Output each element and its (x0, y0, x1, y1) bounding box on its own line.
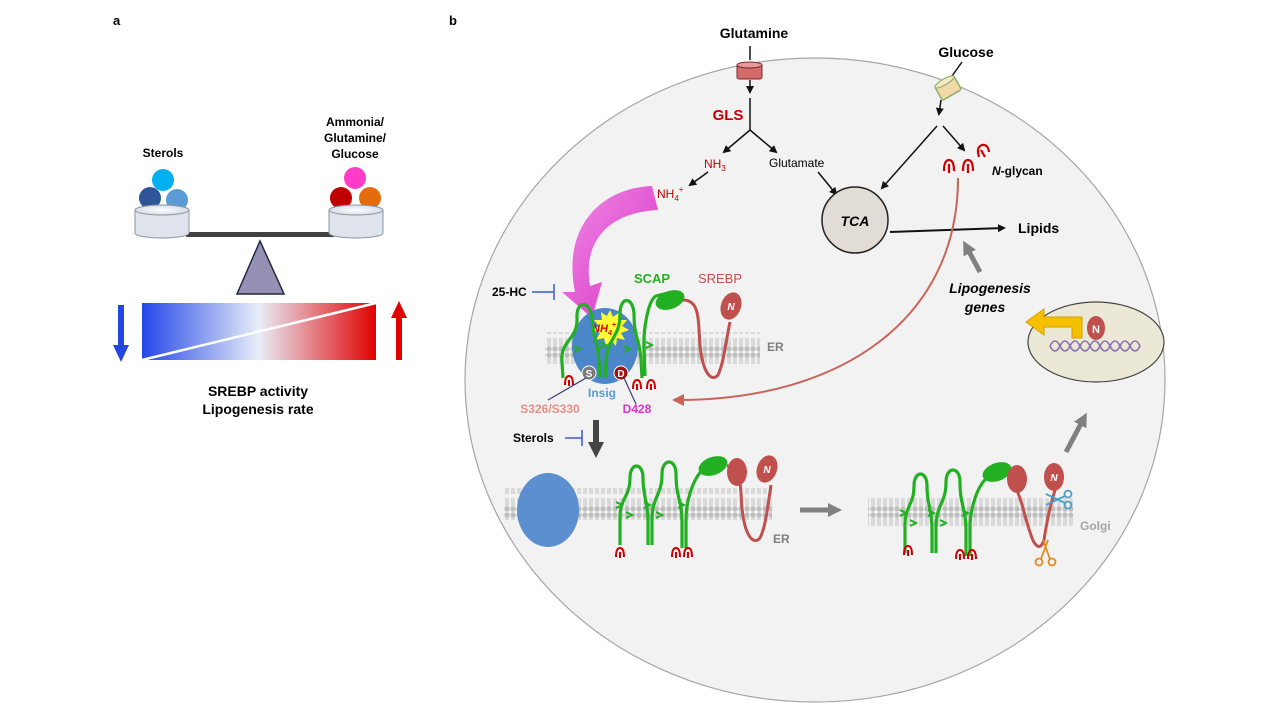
dna-helix-icon (1049, 340, 1141, 352)
s326-label: S326/S330 (520, 402, 580, 416)
s2p-protease-scissors-icon (1034, 539, 1057, 567)
s-site-label: S (586, 369, 593, 380)
srebp-protein-top (682, 298, 732, 379)
glucose-label: Glucose (938, 44, 993, 60)
nh4-bound-label: NH4+ (592, 322, 616, 337)
srebp-label: SREBP (698, 271, 742, 286)
glutamate-to-tca-arrow (817, 171, 838, 196)
panel-a-label: a (113, 13, 121, 28)
seesaw-beam (186, 232, 334, 237)
tca-cycle-circle (821, 186, 889, 254)
srebp-protein-golgi (1010, 481, 1057, 548)
insig-label: Insig (588, 386, 616, 400)
genes-to-lipids-arrow (963, 240, 983, 274)
insig-protein-bottom (517, 473, 579, 547)
s-site-pointer (547, 377, 587, 401)
n-glycan-icons (942, 143, 991, 173)
hc25-label: 25-HC (492, 285, 527, 299)
nh4-label: NH4+ (657, 185, 684, 203)
nh4-starburst-icon (592, 310, 629, 346)
scap-helix-marks-golgi (899, 509, 971, 527)
glutamate-label: Glutamate (769, 156, 825, 170)
d-site-label: D (617, 369, 624, 380)
cell-body (464, 57, 1166, 703)
scap-ww-domain-bottom (698, 456, 728, 476)
scap-helix-marks-bottom (615, 501, 687, 519)
ammonia-ball (344, 167, 366, 189)
er-label-bottom: ER (773, 532, 790, 546)
down-arrow-icon (113, 305, 129, 362)
scap-glycans-bottom (615, 546, 693, 558)
scap-ww-domain-top (655, 290, 685, 310)
right-group-label-2: Glutamine/ (324, 131, 387, 145)
lipogenesis-genes-label-2: genes (964, 299, 1006, 315)
glucose-to-tca-arrow (880, 125, 938, 190)
s-site-marker (581, 365, 597, 381)
gls-label: GLS (713, 107, 744, 124)
d-site-marker (613, 365, 629, 381)
right-pan (328, 204, 384, 239)
glucose-line (951, 61, 963, 77)
glucose-import-arrow (935, 99, 944, 116)
tca-to-lipids-arrow (889, 224, 1006, 233)
panel-b: b Glutamine GLS NH3 NH4+ Glutamate Gluco… (449, 13, 1166, 703)
gls-arrow-nh3 (722, 129, 751, 154)
srebp-body-bottom (727, 458, 747, 486)
nh3-label: NH3 (704, 157, 726, 173)
golgi-label: Golgi (1080, 519, 1111, 533)
srebp-n-golgi-label: N (1050, 473, 1058, 484)
srebp-n-nuclear-label: N (1092, 324, 1100, 336)
sterols-group-label: Sterols (143, 146, 184, 160)
glutamine-ball (330, 187, 352, 209)
glucose-to-glycan-arrow (942, 125, 966, 152)
srebp-n-golgi (1044, 463, 1064, 491)
srebp-n-nuclear (1087, 316, 1105, 340)
sterols-label: Sterols (513, 431, 554, 445)
glutamine-transporter-icon (736, 61, 763, 80)
right-group-label-3: Glucose (331, 147, 379, 161)
up-arrow-icon (391, 301, 407, 360)
fulcrum-triangle (235, 239, 286, 295)
srebp-n-top (720, 292, 742, 320)
n-glycan-label: N-glycan (992, 164, 1043, 178)
scap-glycans-top (564, 374, 656, 390)
panel-a: a Sterols Ammonia/ Glutamine/ Glucose (113, 13, 407, 417)
scap-helix-marks-top (573, 341, 655, 353)
srebp-n-bottom-label: N (763, 465, 771, 476)
srebp-n-top-label: N (727, 302, 735, 313)
activity-gradient-bar (141, 301, 377, 362)
nh4-binding-arrow (562, 186, 658, 318)
caption-srebp-activity: SREBP activity (208, 383, 308, 399)
lipids-label: Lipids (1018, 220, 1059, 236)
sterol-ball-left (139, 187, 161, 209)
srebp-n-bottom (756, 455, 778, 483)
scap-glycans-golgi (903, 544, 977, 560)
glucose-transporter-icon (934, 75, 962, 101)
d428-label: D428 (623, 402, 652, 416)
glucose-ball (359, 187, 381, 209)
er-label-top: ER (767, 340, 784, 354)
caption-lipogenesis-rate: Lipogenesis rate (202, 401, 313, 417)
lipogenesis-genes-label-1: Lipogenesis (949, 280, 1031, 296)
glutamine-label: Glutamine (720, 25, 789, 41)
s1p-protease-scissors-icon (1045, 489, 1073, 510)
srebp-body-golgi (1007, 465, 1027, 493)
nh3-to-nh4-arrow (688, 171, 709, 187)
right-group-label-1: Ammonia/ (326, 115, 385, 129)
d-site-pointer (623, 377, 637, 405)
panel-b-label: b (449, 13, 457, 28)
transcription-arrow-icon (1025, 308, 1083, 339)
scap-ww-domain-golgi (982, 462, 1012, 482)
sterol-ball-top (152, 169, 174, 191)
scap-label: SCAP (634, 271, 670, 286)
tca-label: TCA (841, 213, 870, 229)
glycan-feedback-arrow (672, 177, 959, 406)
left-pan (134, 204, 190, 239)
golgi-to-nucleus-arrow (1063, 412, 1087, 454)
gls-arrow-glutamate (749, 129, 778, 154)
scap-protein-top (560, 290, 673, 379)
